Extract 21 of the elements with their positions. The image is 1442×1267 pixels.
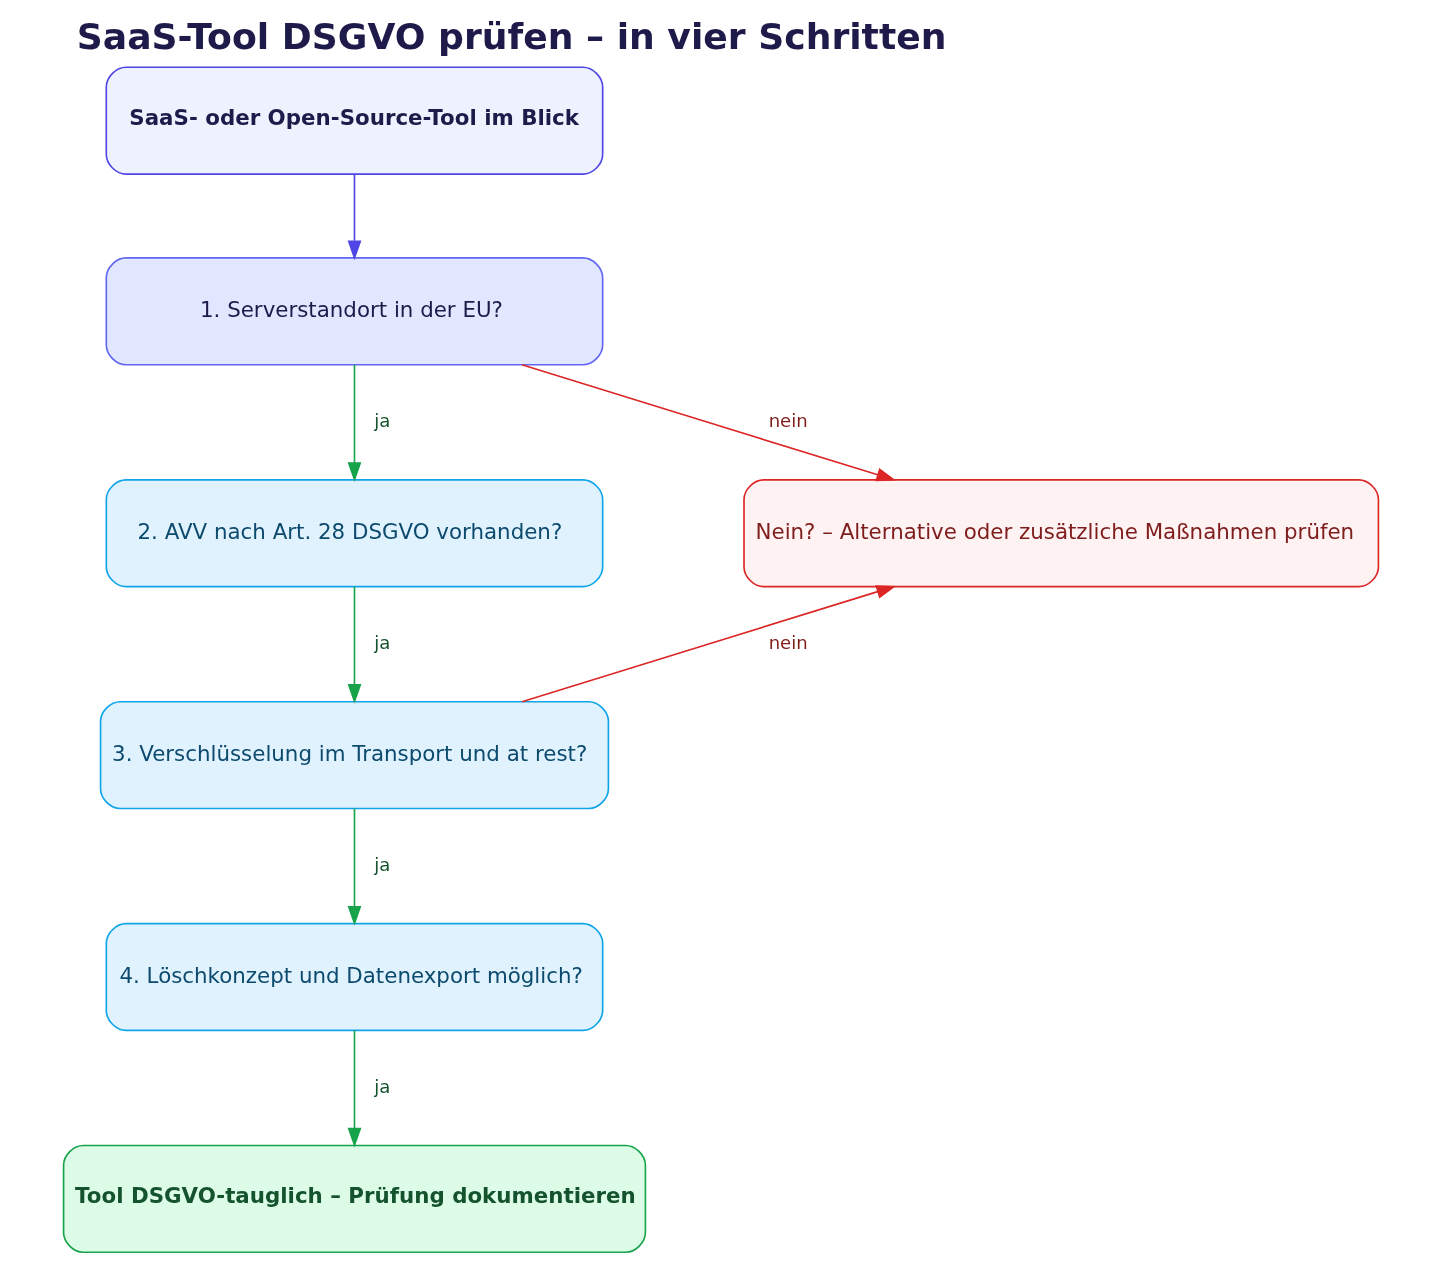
- node-box: Nein? – Alternative oder zusätzliche Maßnahmen prüfen: [743, 479, 1380, 588]
- arrow: [347, 585, 362, 704]
- arrow: [347, 807, 362, 926]
- node-box: 1. Serverstandort in der EU?: [105, 257, 604, 366]
- edge-label: nein: [768, 409, 808, 431]
- edge-label: ja: [374, 853, 391, 875]
- edge-label: ja: [374, 1075, 391, 1097]
- node-box: Tool DSGVO-tauglich – Prüfung dokumentieren: [62, 1144, 647, 1254]
- node-box: SaaS- oder Open-Source-Tool im Blick: [105, 66, 604, 175]
- arrow: [347, 1029, 362, 1148]
- diagram-title: SaaS-Tool DSGVO prüfen – in vier Schritten: [76, 14, 947, 58]
- arrow: [521, 585, 897, 703]
- edge-label: ja: [374, 409, 391, 431]
- node-box: 3. Verschlüsselung im Transport und at rest?: [99, 700, 610, 810]
- arrow: [347, 173, 362, 261]
- edge-label: ja: [374, 631, 391, 653]
- arrow: [347, 364, 362, 482]
- arrow: [521, 364, 897, 482]
- node-box: 4. Löschkonzept und Datenexport möglich?: [105, 922, 604, 1032]
- node-box: 2. AVV nach Art. 28 DSGVO vorhanden?: [105, 479, 604, 588]
- edge-label: nein: [768, 631, 808, 653]
